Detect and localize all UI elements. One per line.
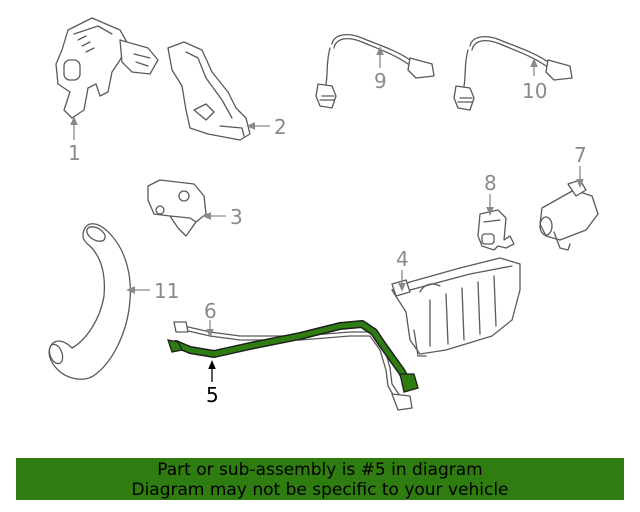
- callout-4[interactable]: 4: [396, 247, 409, 271]
- callout-5[interactable]: 5: [206, 383, 219, 407]
- part-6-vapor-line[interactable]: [173, 321, 413, 411]
- leader-lines: [70, 46, 584, 382]
- part-2-bracket[interactable]: [167, 41, 251, 141]
- part-5-highlight: [173, 321, 411, 387]
- callout-8[interactable]: 8: [484, 171, 497, 195]
- parts-diagram: 1 2 3 4 5 6 7 8 9 10 11: [47, 17, 599, 411]
- callout-11[interactable]: 11: [154, 279, 179, 303]
- part-9-oxygen-sensor[interactable]: [315, 33, 435, 109]
- part-10-oxygen-sensor[interactable]: [453, 35, 573, 111]
- callout-1[interactable]: 1: [68, 141, 81, 165]
- part-4-canister[interactable]: [391, 257, 521, 357]
- info-banner: Part or sub-assembly is #5 in diagram Di…: [16, 458, 624, 500]
- callout-7[interactable]: 7: [574, 143, 587, 167]
- part-5-vapor-hose[interactable]: [167, 320, 419, 393]
- banner-line-1: Part or sub-assembly is #5 in diagram: [157, 460, 483, 480]
- part-7-purge-valve[interactable]: [539, 179, 599, 251]
- callout-3[interactable]: 3: [230, 205, 243, 229]
- callout-9[interactable]: 9: [374, 69, 387, 93]
- part-3-bracket[interactable]: [147, 179, 207, 237]
- banner-line-2: Diagram may not be specific to your vehi…: [131, 480, 509, 500]
- callout-10[interactable]: 10: [522, 79, 547, 103]
- part-11-hose[interactable]: [47, 223, 132, 380]
- part-1-assembly[interactable]: [55, 17, 159, 119]
- part-8-valve[interactable]: [477, 209, 515, 251]
- callout-2[interactable]: 2: [274, 115, 287, 139]
- callout-6[interactable]: 6: [204, 299, 217, 323]
- callout-labels: 1 2 3 4 5 6 7 8 9 10 11: [68, 69, 587, 407]
